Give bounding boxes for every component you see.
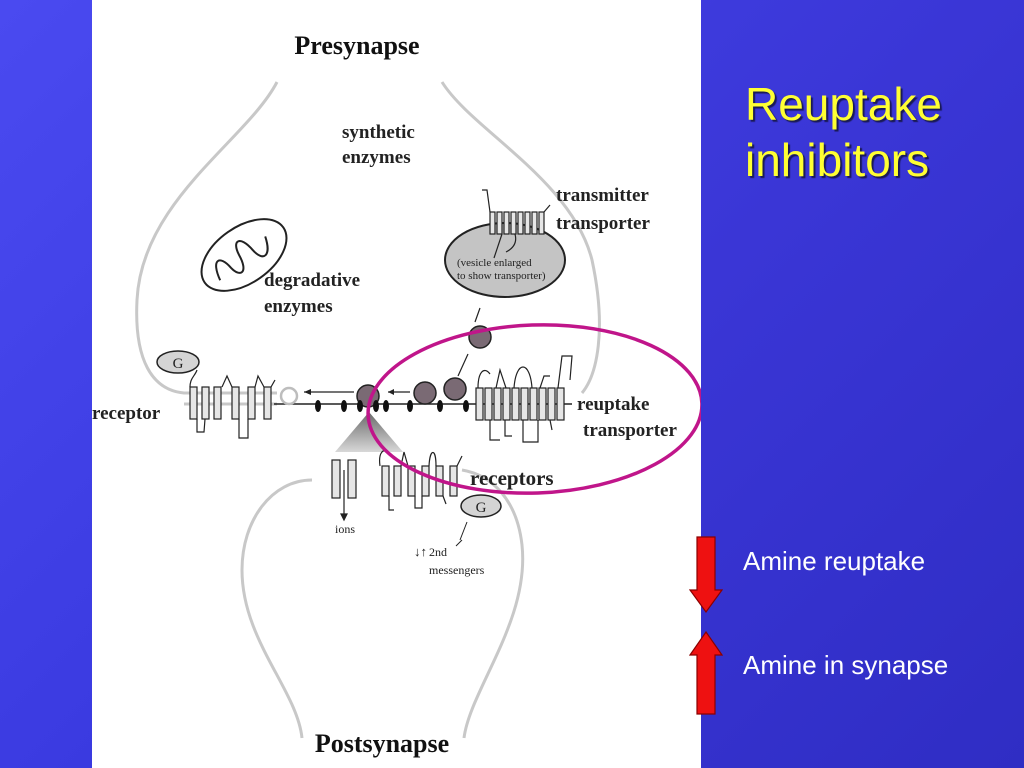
second-messengers-line2: messengers bbox=[429, 563, 485, 577]
ions-label: ions bbox=[335, 522, 355, 536]
reuptake-transporter-icon bbox=[475, 355, 573, 443]
receptors-label: receptors bbox=[470, 466, 554, 490]
vesicle-transporter-icon bbox=[482, 189, 551, 259]
synthetic-enzymes-line1: synthetic bbox=[342, 122, 415, 143]
arrow-up-icon bbox=[689, 631, 723, 715]
slide-title: Reuptake inhibitors bbox=[745, 76, 1015, 188]
receptor-label: receptor bbox=[92, 403, 161, 424]
g-protein-right-icon bbox=[460, 494, 502, 518]
arrow-down-icon bbox=[689, 536, 723, 614]
mitochondrion-icon bbox=[200, 218, 288, 292]
degradative-enzymes-line2: enzymes bbox=[264, 296, 333, 317]
transmitter-transporter-line1: transmitter bbox=[556, 185, 649, 206]
reuptake-transporter-line2: transporter bbox=[583, 420, 677, 441]
synthetic-enzymes-line2: enzymes bbox=[342, 147, 411, 168]
slide-title-line2: inhibitors bbox=[745, 134, 930, 186]
degradative-enzymes-line1: degradative bbox=[264, 270, 360, 291]
second-messengers-line1: 2nd bbox=[429, 545, 447, 559]
postsynapse-outline bbox=[240, 478, 313, 739]
postsynapse-outline-right bbox=[461, 468, 525, 739]
left-background-band bbox=[0, 0, 92, 768]
postsynapse-label: Postsynapse bbox=[315, 729, 449, 758]
g-protein-left-label: G bbox=[173, 356, 184, 372]
amine-reuptake-label: Amine reuptake bbox=[743, 546, 926, 576]
synapse-diagram: Presynapse Postsynapse synthetic enzymes… bbox=[92, 31, 701, 758]
presynapse-outline-right bbox=[440, 81, 601, 394]
transmitter-transporter-line2: transporter bbox=[556, 213, 650, 234]
vesicle-note-line1: (vesicle enlarged bbox=[457, 257, 532, 269]
g-protein-left-icon bbox=[156, 350, 200, 374]
membrane-particles bbox=[315, 400, 469, 412]
receptor-loop-icon bbox=[279, 386, 299, 406]
presynapse-outline bbox=[135, 81, 279, 395]
reuptake-transporter-line1: reuptake bbox=[577, 394, 649, 415]
presynaptic-receptor-icon bbox=[189, 369, 276, 439]
vesicle-note-line2: to show transporter) bbox=[457, 270, 546, 282]
release-cone bbox=[335, 412, 403, 452]
second-messengers-arrows: ↓↑ bbox=[414, 544, 427, 559]
presynapse-label: Presynapse bbox=[294, 31, 419, 60]
reuptake-highlight-circle bbox=[366, 323, 701, 495]
amine-in-synapse-label: Amine in synapse bbox=[743, 650, 949, 680]
synapse-diagram-panel: Presynapse Postsynapse synthetic enzymes… bbox=[92, 0, 701, 768]
neurotransmitter-molecules bbox=[356, 325, 492, 408]
g-protein-right-label: G bbox=[476, 500, 487, 516]
slide-title-line1: Reuptake bbox=[745, 78, 942, 130]
